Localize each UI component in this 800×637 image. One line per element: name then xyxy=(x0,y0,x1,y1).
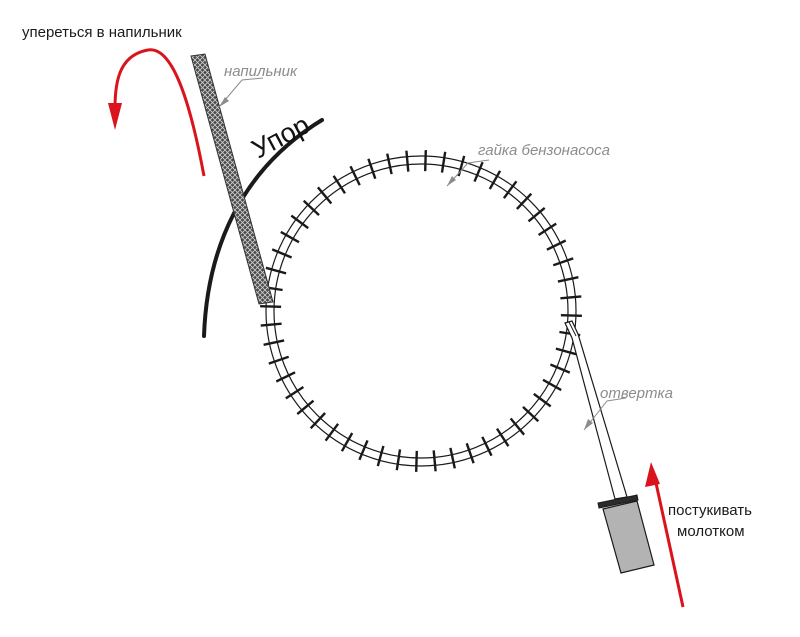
nut-tooth xyxy=(376,445,385,467)
nut-tooth xyxy=(555,347,577,356)
nut-tooth xyxy=(537,222,557,237)
nut-tooth xyxy=(481,436,493,457)
file-label: напильник xyxy=(224,63,298,80)
nut-tooth xyxy=(549,363,571,374)
nut-tooth xyxy=(542,378,562,392)
screwdriver-shaft xyxy=(564,320,628,500)
push-file-label: упереться в напильник xyxy=(22,24,182,41)
nut-tooth xyxy=(395,449,402,471)
nut-tooth xyxy=(424,150,427,172)
nut-tooth xyxy=(332,175,347,195)
nut-tooth xyxy=(263,339,285,346)
nut-tooth xyxy=(271,248,293,259)
nut-tooth xyxy=(296,399,315,416)
screwdriver-tip-line xyxy=(568,321,577,337)
nut-tooth xyxy=(285,385,305,400)
nut-tooth xyxy=(502,180,518,199)
nut-tooth xyxy=(268,355,290,365)
nut-label: гайка бензонасоса xyxy=(478,142,610,159)
nut-tooth xyxy=(495,427,510,447)
nut-tooth xyxy=(302,199,320,216)
nut-tooth xyxy=(358,439,369,461)
nut-tooth xyxy=(265,266,287,275)
nut-tooth xyxy=(546,239,567,251)
file-callout xyxy=(218,77,264,108)
screwdriver-callout-head xyxy=(584,419,593,430)
nut-callout-head xyxy=(447,176,456,186)
nut-tooth xyxy=(275,371,296,383)
screwdriver-label: отвертка xyxy=(600,385,673,402)
nut-tooth xyxy=(340,432,354,452)
stop-arc xyxy=(202,118,324,338)
nut-tooth xyxy=(527,206,546,223)
push-file-arrow xyxy=(113,48,206,177)
tap-arrow xyxy=(654,482,685,608)
nut-tooth xyxy=(449,447,456,469)
nut-tooth xyxy=(386,153,393,175)
screwdriver-guard xyxy=(597,494,639,509)
nut-tooth xyxy=(533,392,552,408)
stop-label: Упор xyxy=(247,109,315,164)
nut-tooth xyxy=(473,161,484,183)
fuel-pump-nut xyxy=(260,150,582,472)
nut-tooth xyxy=(260,322,282,327)
nut-tooth xyxy=(509,417,526,436)
nut-tooth xyxy=(316,186,333,205)
nut-tooth xyxy=(280,230,300,244)
tap-arrowhead xyxy=(645,462,660,487)
tap-label-line2: молотком xyxy=(677,523,745,540)
nut-tooth xyxy=(324,423,340,442)
screwdriver-callout xyxy=(583,397,627,431)
nut-tooth xyxy=(488,170,502,190)
nut-tooth xyxy=(440,151,447,173)
nut-tooth xyxy=(465,442,475,464)
nut-tooth xyxy=(415,450,418,472)
nut-tooth xyxy=(432,450,437,472)
nut-tooth xyxy=(557,276,579,283)
nut-tooth xyxy=(309,412,326,430)
nut-tooth xyxy=(349,165,361,186)
nut-tooth xyxy=(560,314,582,317)
push-file-arrowhead xyxy=(108,103,122,130)
file-tool xyxy=(190,53,274,305)
file-callout-head xyxy=(219,97,229,107)
tap-label-line1: постукивать xyxy=(668,502,752,519)
nut-tooth xyxy=(290,214,309,230)
nut-tooth xyxy=(552,257,574,267)
nut-tooth xyxy=(522,406,540,423)
nut-tooth xyxy=(405,150,410,172)
screwdriver-handle xyxy=(602,500,655,574)
nut-tooth xyxy=(560,295,582,300)
nut-teeth xyxy=(260,150,582,472)
nut-tooth xyxy=(516,192,533,210)
nut-tooth xyxy=(260,305,282,308)
nut-tooth xyxy=(367,158,377,180)
